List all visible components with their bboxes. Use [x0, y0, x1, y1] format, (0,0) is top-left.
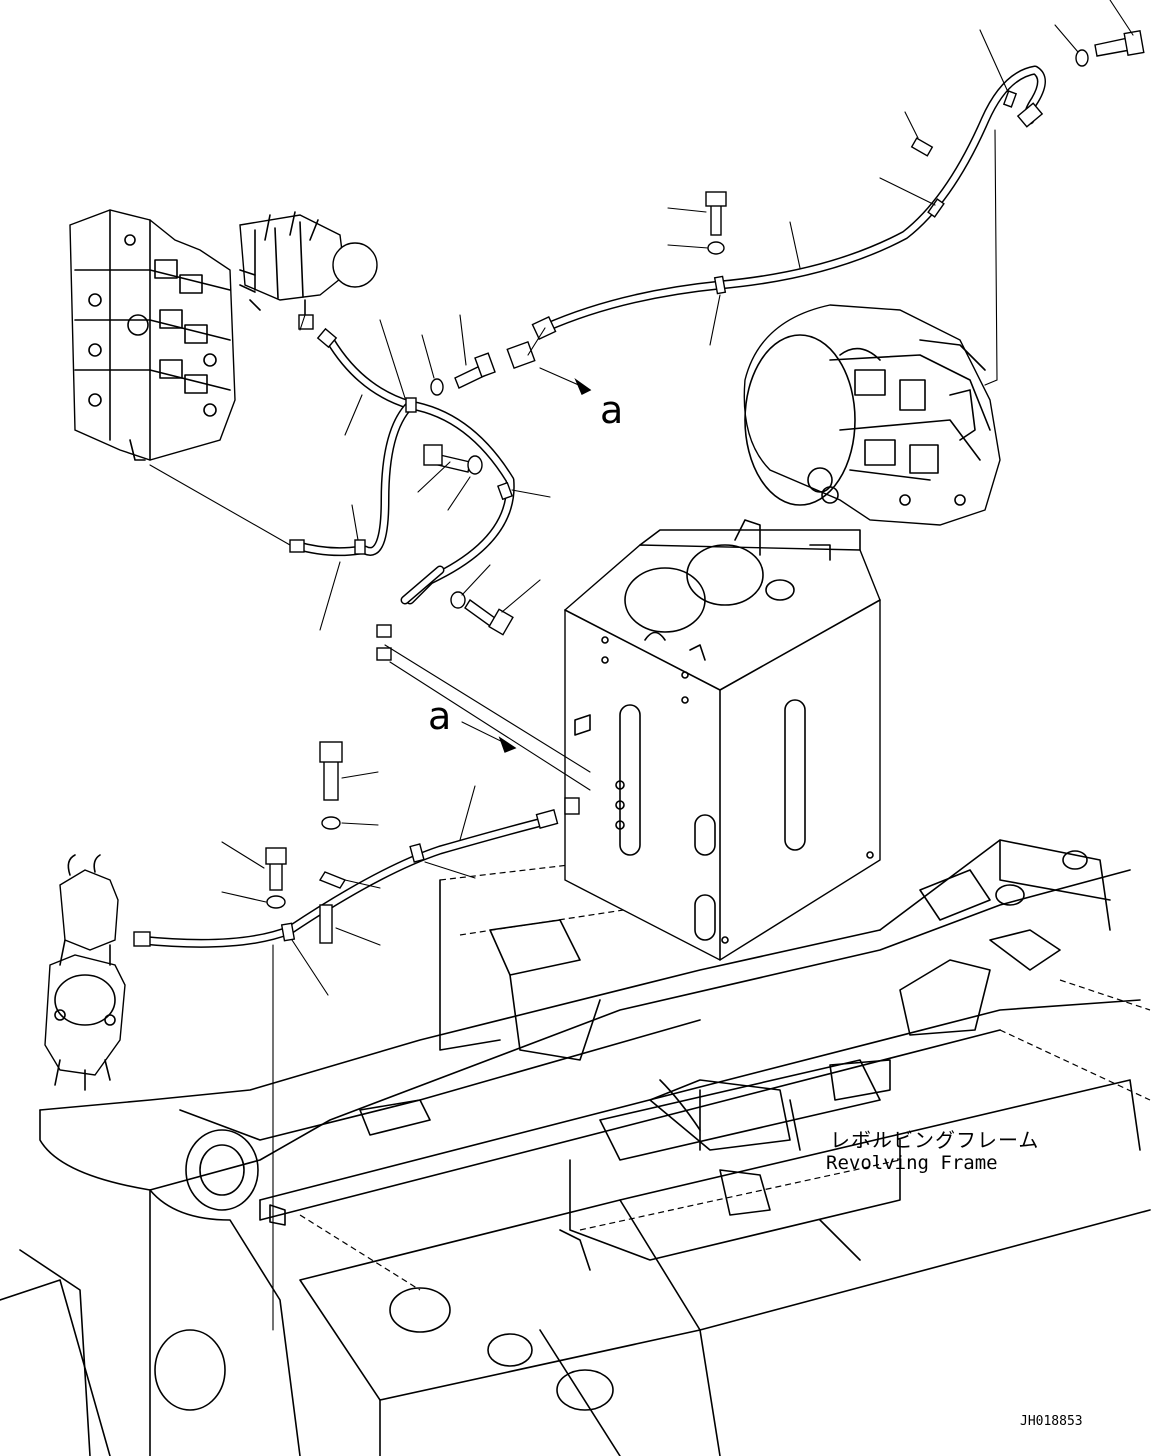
view-marker-label-lower: a	[428, 694, 452, 738]
bolts-washers	[265, 29, 1145, 944]
hydraulic-tank	[564, 519, 881, 961]
main-pump	[743, 304, 1001, 526]
view-arrows	[461, 367, 592, 753]
hoses	[135, 65, 1046, 948]
fittings	[133, 102, 1044, 947]
control-valve	[69, 209, 236, 461]
leader-lines	[149, 0, 1134, 1331]
revolving-frame	[0, 829, 1151, 1456]
clamps	[280, 90, 1018, 942]
drawing-code: JH018853	[1020, 1414, 1083, 1429]
swivel-valve	[44, 854, 126, 1091]
view-marker-label-upper: a	[600, 388, 624, 432]
solenoid-valve	[239, 211, 378, 330]
frame-label-en: Revolving Frame	[826, 1152, 998, 1174]
frame-label-jp: レボルビングフレーム	[830, 1128, 1040, 1152]
